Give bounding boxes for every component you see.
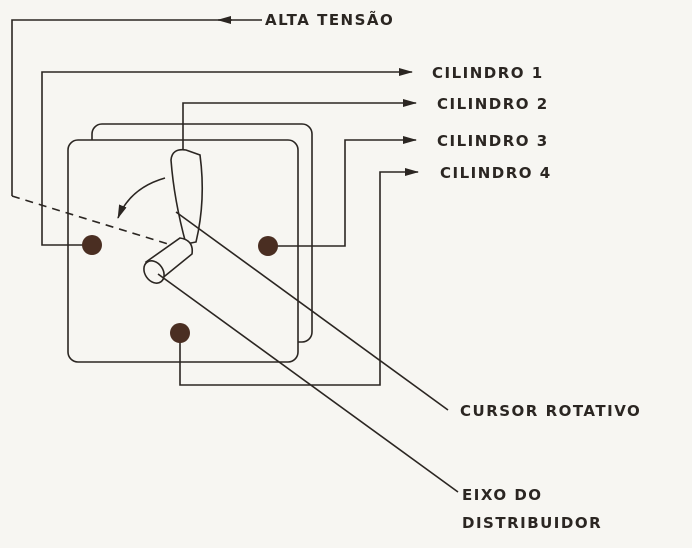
rotation-arrow-icon (117, 177, 166, 219)
shaft-end (143, 260, 165, 284)
label-cylinder-4: CILINDRO 4 (440, 164, 552, 182)
shaft-leader-line (157, 273, 459, 493)
rotor-blade (170, 148, 204, 245)
cylinder-1-wire (41, 68, 413, 246)
label-cylinder-1: CILINDRO 1 (432, 64, 544, 82)
terminal-bottom (170, 323, 190, 343)
label-cylinder-2: CILINDRO 2 (437, 95, 549, 113)
label-cylinder-3: CILINDRO 3 (437, 132, 549, 150)
label-high-voltage: ALTA TENSÃO (265, 10, 394, 29)
cylinder-4-wire (179, 168, 419, 386)
label-rotor: CURSOR ROTATIVO (460, 402, 641, 420)
label-shaft-line2: DISTRIBUIDOR (462, 514, 602, 532)
terminal-left (82, 235, 102, 255)
high-voltage-wire (11, 19, 232, 196)
terminal-right (258, 236, 278, 256)
label-shaft-line1: EIXO DO (462, 486, 543, 504)
cylinder-2-wire (182, 99, 417, 155)
cylinder-3-wire (268, 136, 417, 247)
rotor-leader-line (175, 211, 449, 411)
